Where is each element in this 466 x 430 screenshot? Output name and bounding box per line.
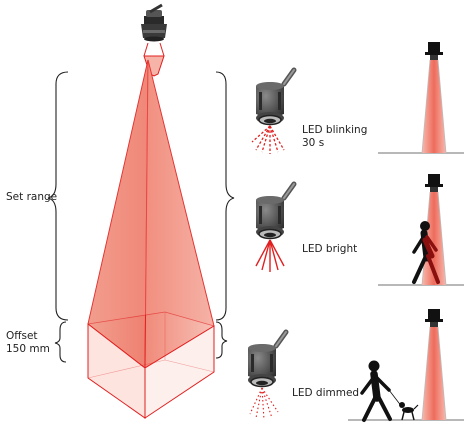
lamp-post-icon: [425, 174, 443, 192]
led-dimmed-label: LED dimmed: [292, 387, 360, 399]
led-bright-label: LED bright: [302, 243, 358, 255]
led-bright-rays: [255, 239, 285, 272]
walking-person-icon: [412, 221, 440, 284]
set-range-right-brace: [215, 71, 235, 321]
led-blinking-label: LED blinking: [302, 124, 368, 136]
offset-left-brace: [54, 321, 67, 363]
led-blinking-duration: 30 s: [302, 137, 325, 149]
detection-pyramid: [87, 42, 215, 419]
lamp-scene-1: [378, 42, 464, 154]
set-range-left-brace: [47, 71, 69, 321]
walking-person-icon: [360, 360, 392, 422]
lamp-post-icon: [425, 42, 443, 60]
offset-label: Offset: [6, 330, 38, 342]
sensor-detail-bright-icon: [256, 181, 297, 240]
led-blinking-rays: [251, 125, 285, 154]
lamp-scene-2: [378, 174, 464, 286]
lamp-scene-3: [348, 309, 464, 422]
led-dimmed-rays: [249, 387, 279, 421]
dog-icon: [399, 402, 419, 421]
sensor-detail-dimmed-icon: [248, 329, 289, 388]
lamp-post-icon: [425, 309, 443, 327]
main-sensor-icon: [141, 3, 167, 42]
offset-value: 150 mm: [6, 343, 50, 355]
sensor-detail-blinking-icon: [256, 67, 297, 126]
set-range-label: Set range: [6, 191, 58, 203]
offset-right-brace: [215, 321, 228, 359]
